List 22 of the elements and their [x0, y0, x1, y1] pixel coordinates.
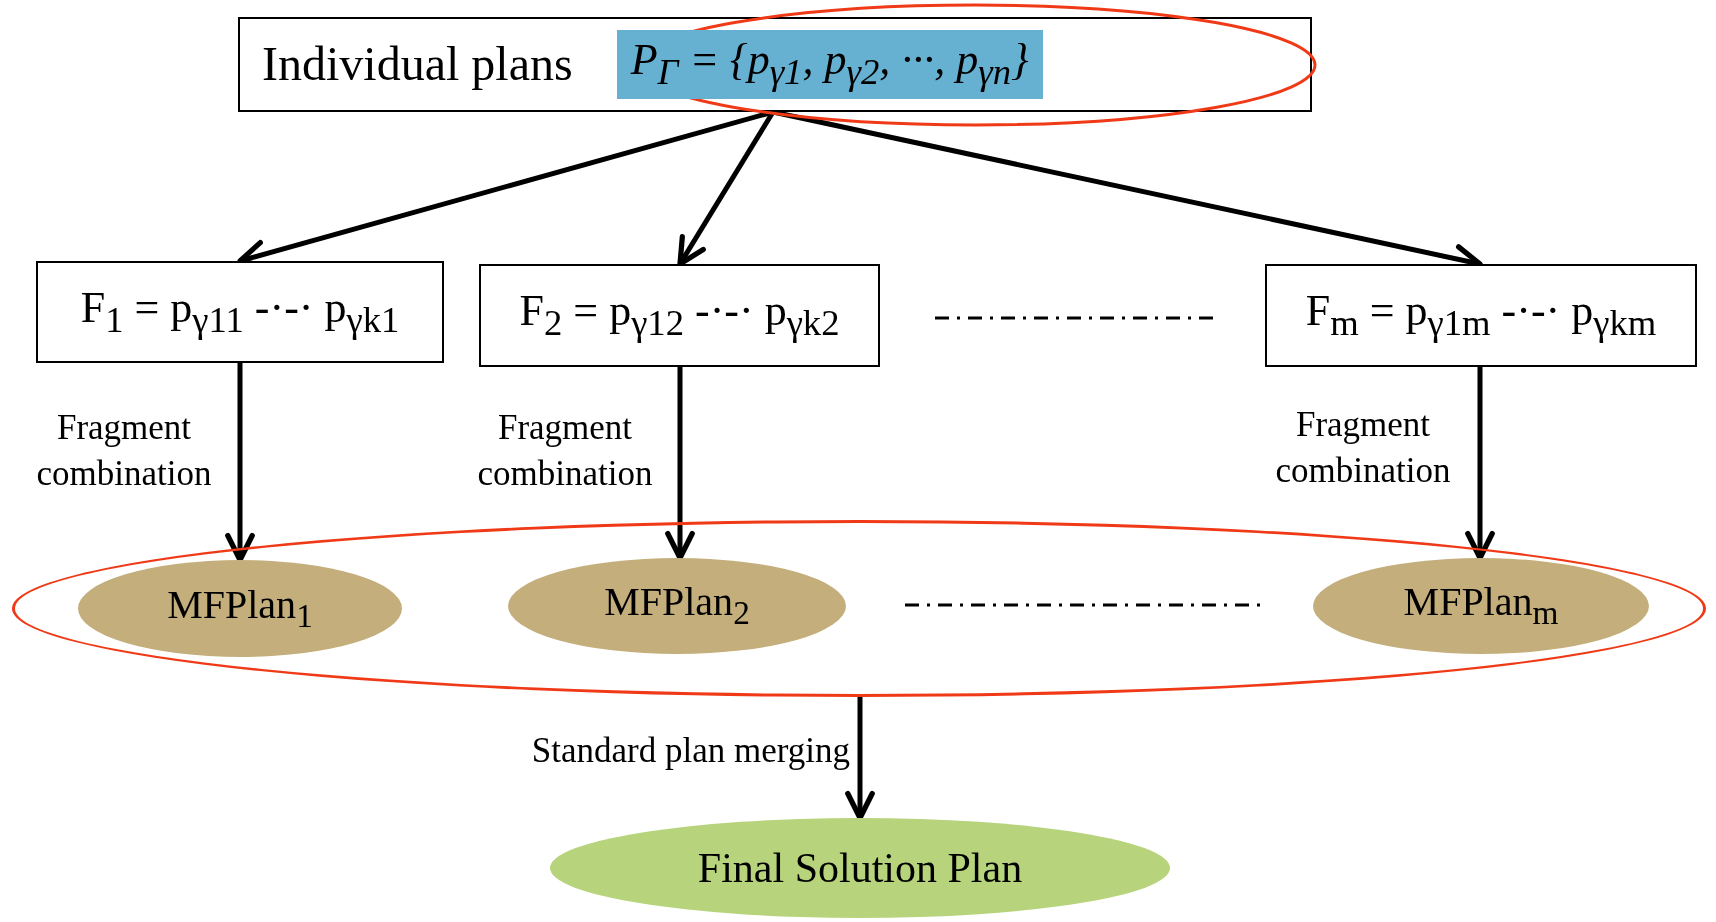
node-label: F$_{m}$ = p$_{γ1m}$ -·-· p$_{γkm}$	[1305, 287, 1657, 344]
node-label: MFPlan$_{m}$	[1403, 580, 1559, 632]
process-box	[479, 264, 880, 367]
arrow	[665, 367, 695, 561]
formula: P$_{Γ}$ = {p$_{γ1}$, p$_{γ2}$, ···, p$_{γn}$}	[616, 30, 1043, 99]
edge-label: Fragment combination	[476, 407, 654, 495]
edge-label: Standard plan merging	[530, 730, 850, 772]
arrow	[845, 697, 875, 821]
edge-label: Fragment combination	[35, 407, 213, 495]
node-label: F$_{1}$ = p$_{γ11}$ -·-· p$_{γk1}$	[80, 283, 400, 341]
node-label: Individual plans	[262, 38, 573, 91]
process-box	[36, 261, 444, 363]
process-box	[1265, 264, 1697, 367]
arrow	[225, 363, 255, 563]
process-box	[238, 17, 1312, 112]
arrow	[1465, 367, 1495, 561]
node-label: MFPlan$_{2}$	[604, 580, 750, 632]
node-label: F$_{2}$ = p$_{γ12}$ -·-· p$_{γk2}$	[519, 287, 840, 344]
group-ellipse	[12, 520, 1706, 697]
edge-label: Fragment combination	[1274, 404, 1452, 492]
node-label: Final Solution Plan	[697, 844, 1023, 892]
node-label: MFPlan$_{1}$	[167, 582, 313, 635]
